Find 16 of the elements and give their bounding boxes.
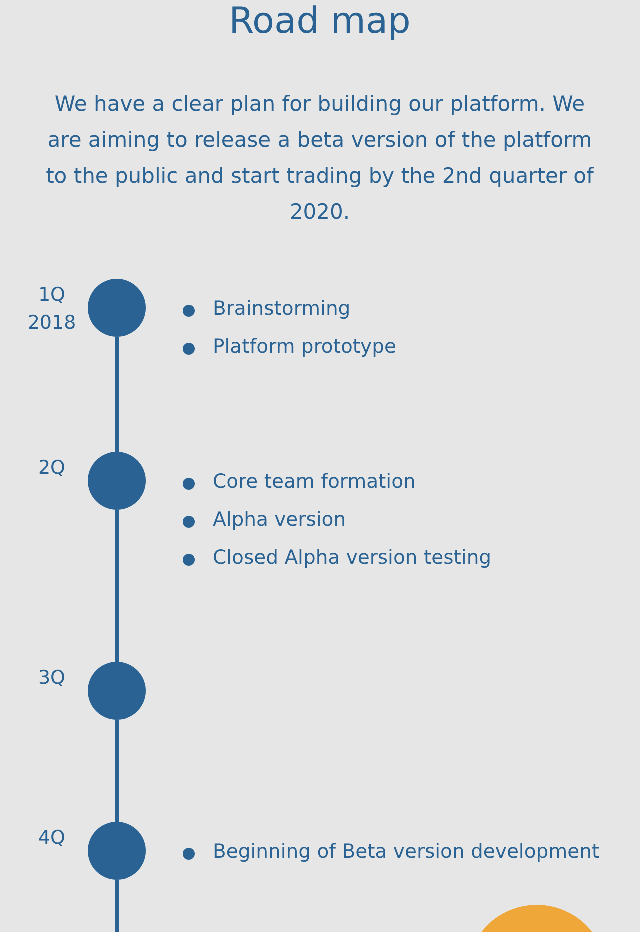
timeline-line [115, 337, 119, 452]
quarter-label: 2Q [37, 456, 67, 481]
quarter-label: 1Q 2018 [26, 283, 78, 336]
title: Road map [228, 0, 412, 44]
milestone-item: Platform prototype [213, 334, 396, 360]
timeline-line [115, 510, 119, 662]
milestone-item: Beginning of Beta version development [213, 839, 600, 865]
intro-paragraph: We have a clear plan for building our platform. We are aiming to release a beta version of the platform to the public and start trading by the 2nd quarter of 2020. [45, 91, 596, 226]
quarter-label: 3Q [37, 666, 67, 691]
milestone-item: Alpha version [213, 507, 346, 533]
quarter-label: 4Q [37, 826, 67, 851]
milestone-item: Closed Alpha version testing [213, 545, 492, 571]
timeline-line [115, 880, 119, 932]
timeline-line [115, 720, 119, 822]
milestone-item: Core team formation [213, 469, 416, 495]
milestone-item: Brainstorming [213, 296, 351, 322]
